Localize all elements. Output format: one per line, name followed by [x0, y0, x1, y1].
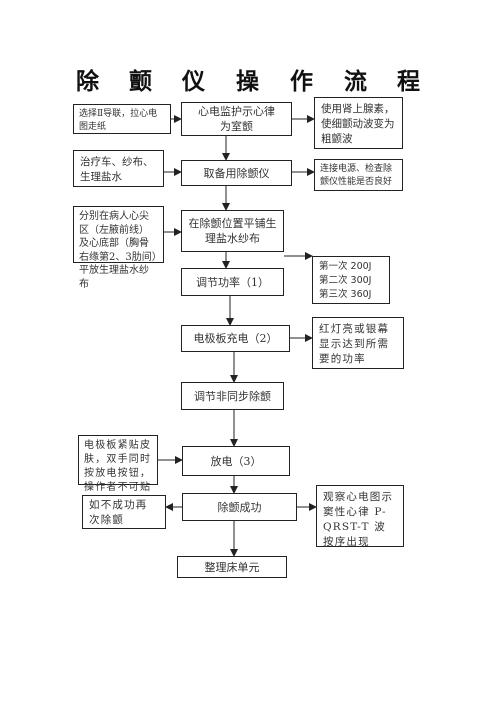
step-defib-success: 除颤成功	[182, 493, 297, 521]
note-epinephrine: 使用肾上腺素，使细颤动波变为粗颤波	[314, 97, 403, 149]
dosage-third: 第三次 360J	[319, 289, 372, 300]
step-tidy-bed: 整理床单元	[177, 556, 287, 578]
step-monitor-vf: 心电监护示心律为室颤	[181, 102, 292, 136]
step-discharge: 放电（3）	[182, 446, 290, 476]
flowchart-title: 除 颤 仪 操 作 流 程	[0, 62, 496, 96]
step-prepare-defibrillator: 取备用除颤仪	[181, 160, 292, 186]
title-char: 程	[397, 69, 420, 95]
title-char: 操	[236, 69, 259, 95]
note-retry: 如不成功再次除颤	[82, 495, 166, 529]
step-label: 放电（3）	[210, 454, 262, 468]
title-char: 作	[290, 69, 313, 95]
note-charge-indicator: 红灯亮或银幕显示达到所需要的功率	[312, 317, 404, 369]
step-adjust-energy: 调节功率（1）	[181, 268, 284, 296]
note-text: 红灯亮或银幕显示达到所需要的功率	[319, 323, 390, 365]
step-label: 心电监护示心律为室颤	[198, 105, 275, 133]
note-supplies: 治疗车、纱布、生理盐水	[73, 150, 164, 187]
step-label: 调节功率（1）	[196, 275, 269, 289]
note-text: 如不成功再次除颤	[89, 499, 148, 526]
title-char: 除	[76, 69, 99, 95]
step-place-gauze: 在除颤位置平铺生理盐水纱布	[181, 210, 284, 252]
dosage-first: 第一次 200J	[319, 261, 372, 272]
note-gauze-position: 分别在病人心尖区（左腋前线）及心底部（胸骨右缘第2、3肋间）平放生理盐水纱布	[73, 206, 164, 290]
step-label: 整理床单元	[204, 560, 260, 574]
title-char: 流	[344, 69, 367, 95]
note-text: 使用肾上腺素，使细颤动波变为粗颤波	[321, 103, 395, 145]
note-text: 选择Ⅱ导联，拉心电图走纸	[79, 109, 158, 132]
note-text: 连接电源、检查除颤仪性能是否良好	[320, 164, 393, 187]
note-text: 分别在病人心尖区（左腋前线）及心底部（胸骨右缘第2、3肋间）平放生理盐水纱布	[79, 211, 157, 290]
step-charge-paddles: 电极板充电（2）	[181, 325, 290, 352]
step-async-defib: 调节非同步除颤	[181, 382, 284, 410]
note-observe-ecg: 观察心电图示窦性心律 P-QRST-T 波按序出现	[316, 485, 404, 548]
note-check-device: 连接电源、检查除颤仪性能是否良好	[314, 159, 403, 191]
note-energy-dosage: 第一次 200J 第二次 300J 第三次 360J	[312, 256, 390, 304]
step-label: 在除颤位置平铺生理盐水纱布	[188, 217, 277, 245]
step-label: 取备用除颤仪	[203, 166, 270, 180]
note-text: 治疗车、纱布、生理盐水	[80, 156, 154, 183]
note-select-lead: 选择Ⅱ导联，拉心电图走纸	[73, 104, 171, 134]
step-label: 除颤成功	[217, 500, 262, 514]
title-char: 颤	[129, 69, 152, 95]
step-label: 调节非同步除颤	[194, 389, 271, 403]
note-text: 观察心电图示窦性心律 P-QRST-T 波按序出现	[323, 491, 394, 548]
title-char: 仪	[182, 69, 205, 95]
dosage-second: 第二次 300J	[319, 275, 372, 286]
step-label: 电极板充电（2）	[193, 332, 278, 345]
note-paddle-contact: 电极板紧贴皮肤，双手同时按放电按钮，操作者不可贴近床边	[78, 435, 158, 507]
